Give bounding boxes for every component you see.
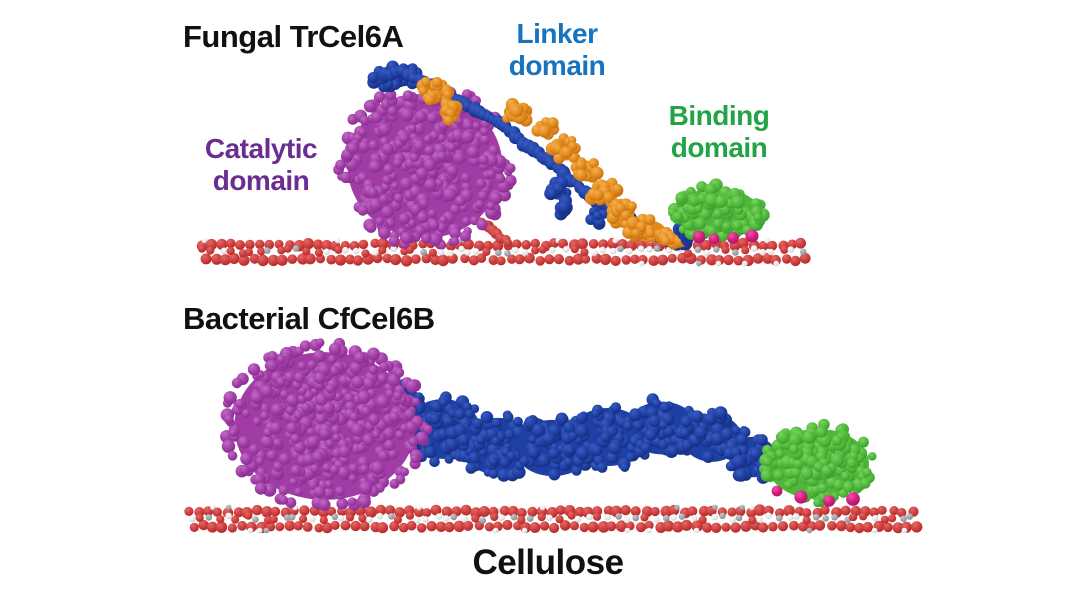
- binding-label-line2: domain: [670, 132, 768, 164]
- cellulose-label: Cellulose: [472, 543, 624, 582]
- catalytic-label-line2: domain: [212, 165, 310, 197]
- fungal-structure: [196, 60, 811, 267]
- binding-label-line1: Binding: [668, 100, 770, 131]
- linker-domain-label: Linker domain: [509, 18, 606, 83]
- bacterial-structure: [184, 337, 923, 534]
- linker-label-line2: domain: [508, 50, 606, 82]
- linker-label-line1: Linker: [516, 18, 598, 49]
- binding-domain-label: Binding domain: [669, 100, 770, 165]
- bottom-title: Bacterial CfCel6B: [183, 301, 435, 336]
- catalytic-domain-label: Catalytic domain: [204, 133, 318, 198]
- top-title: Fungal TrCel6A: [183, 19, 404, 54]
- catalytic-label-line1: Catalytic: [204, 133, 318, 164]
